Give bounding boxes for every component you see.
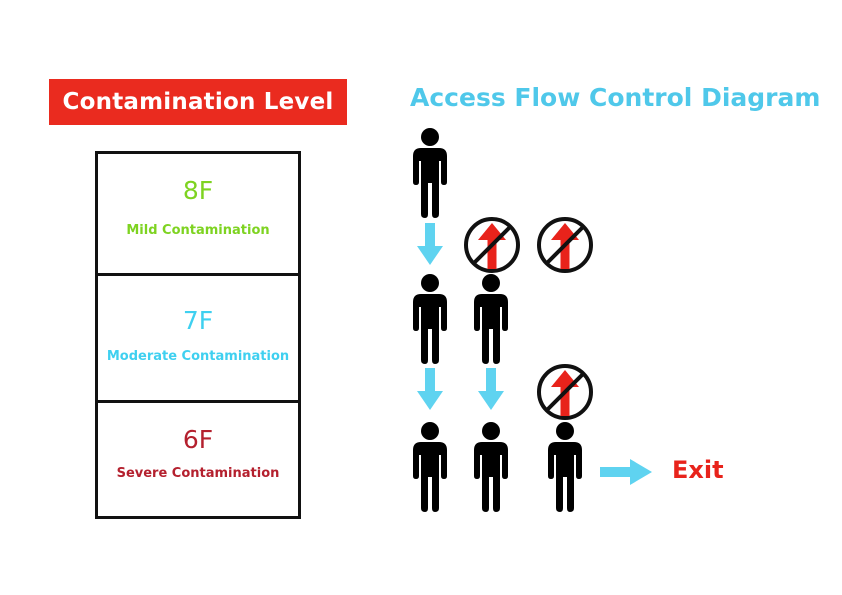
floor-7f-label: Moderate Contamination <box>106 349 290 364</box>
no-upward-entry-icon <box>537 217 593 273</box>
contamination-level-title: Contamination Level <box>49 79 347 125</box>
floor-divider <box>98 273 298 276</box>
floor-7f-number: 7F <box>182 306 214 335</box>
down-arrow-icon <box>417 368 443 410</box>
floor-table: 8F Mild Contamination 7F Moderate Contam… <box>95 151 301 519</box>
no-upward-entry-icon <box>537 364 593 420</box>
person-icon <box>413 128 447 218</box>
floor-divider <box>98 400 298 403</box>
no-upward-entry-icon <box>464 217 520 273</box>
floor-6f-label: Severe Contamination <box>116 466 280 481</box>
person-icon <box>474 274 508 364</box>
exit-label: Exit <box>672 456 724 484</box>
person-icon <box>548 422 582 512</box>
floor-8f-label: Mild Contamination <box>126 223 270 238</box>
down-arrow-icon <box>478 368 504 410</box>
contamination-level-title-text: Contamination Level <box>62 89 334 115</box>
floor-8f-number: 8F <box>182 176 214 205</box>
person-icon <box>413 422 447 512</box>
floor-6f-number: 6F <box>182 425 214 454</box>
right-arrow-icon <box>600 459 652 485</box>
diagram-title: Access Flow Control Diagram <box>410 83 821 112</box>
floor-8f: 8F Mild Contamination <box>98 154 298 273</box>
person-icon <box>413 274 447 364</box>
down-arrow-icon <box>417 223 443 265</box>
floor-7f: 7F Moderate Contamination <box>98 276 298 400</box>
floor-6f: 6F Severe Contamination <box>98 403 298 516</box>
person-icon <box>474 422 508 512</box>
